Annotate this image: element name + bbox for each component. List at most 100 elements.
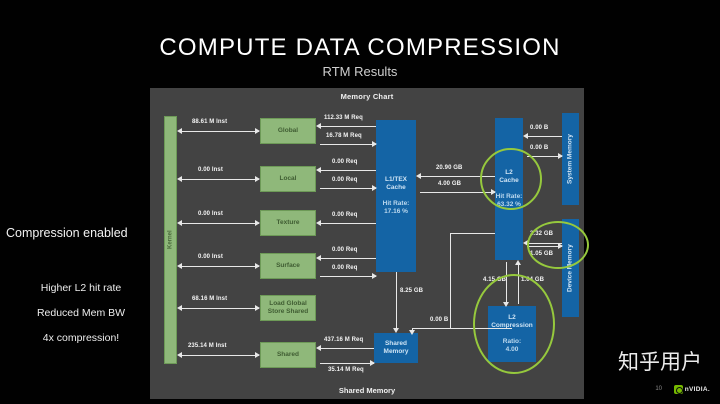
block-load-global-store-shared[interactable]: Load Global Store Shared bbox=[260, 295, 316, 321]
edge-local-l1-in bbox=[320, 170, 376, 171]
edge-label-kernel-lgss: 68.16 M Inst bbox=[192, 296, 228, 302]
edge-kernel-surface bbox=[181, 266, 259, 267]
edge-label-kernel-surface: 0.00 Inst bbox=[198, 254, 223, 260]
edge-kernel-texture bbox=[181, 223, 259, 224]
annotation-heading: Compression enabled bbox=[6, 226, 128, 240]
edge-texture-l1 bbox=[320, 223, 376, 224]
edge-label-global-l1-out: 16.78 M Req bbox=[326, 133, 362, 139]
arrowhead-left bbox=[316, 255, 321, 261]
arrowhead-left bbox=[177, 352, 182, 358]
edge-global-l1-in bbox=[320, 126, 376, 127]
edge-l1-sharedmem bbox=[396, 272, 397, 330]
arrowhead-left bbox=[316, 345, 321, 351]
block-local[interactable]: Local bbox=[260, 166, 316, 192]
system-memory-label: System Memory bbox=[566, 134, 574, 184]
edge-label-l2-sysmem-out: 0.00 B bbox=[530, 145, 549, 151]
edge-label-local-l1-in: 0.00 Req bbox=[332, 159, 358, 165]
watermark-text: 知乎用户 bbox=[618, 350, 702, 374]
edge-l2-sysmem-out bbox=[527, 156, 562, 157]
nvidia-eye-icon bbox=[673, 385, 683, 394]
edge-shared-out bbox=[320, 363, 374, 364]
edge-label-shared-in: 437.16 M Req bbox=[324, 337, 364, 343]
block-surface-label: Surface bbox=[276, 261, 300, 269]
shared-memory-label: Shared Memory bbox=[383, 339, 409, 355]
block-shared-label: Shared bbox=[276, 350, 300, 358]
annotation-bullet-list: Higher L2 hit rate Reduced Mem BW 4x com… bbox=[6, 282, 156, 357]
nvidia-logo: nVIDIA. bbox=[673, 385, 710, 394]
arrowhead-right bbox=[372, 185, 377, 191]
arrowhead-right bbox=[372, 273, 377, 279]
edge-label-sharedmem-l2comp: 0.00 B bbox=[430, 317, 449, 323]
arrowhead-left bbox=[416, 173, 421, 179]
arrowhead-down bbox=[393, 328, 399, 333]
edge-label-local-l1-out: 0.00 Req bbox=[332, 177, 358, 183]
memory-chart-panel: Memory Chart Shared Memory Kernel Global… bbox=[150, 88, 589, 399]
arrowhead-right bbox=[372, 141, 377, 147]
edge-label-kernel-shared: 235.14 M Inst bbox=[188, 343, 227, 349]
edge-kernel-lgss bbox=[181, 308, 259, 309]
l1tex-hit-rate: Hit Rate: 17.16 % bbox=[382, 199, 410, 215]
block-system-memory[interactable]: System Memory bbox=[562, 113, 579, 205]
block-lgss-label: Load Global Store Shared bbox=[267, 299, 309, 315]
arrowhead-right bbox=[255, 305, 260, 311]
arrowhead-left bbox=[177, 176, 182, 182]
block-shared[interactable]: Shared bbox=[260, 342, 316, 368]
edge-label-global-l1-in: 112.33 M Req bbox=[324, 115, 363, 121]
edge-label-l1-l2-write: 4.00 GB bbox=[438, 181, 462, 187]
edge-l2-branch-vertical bbox=[450, 233, 451, 328]
arrowhead-down bbox=[409, 330, 415, 335]
kernel-label: Kernel bbox=[167, 230, 174, 250]
nvidia-wordmark: nVIDIA. bbox=[684, 386, 710, 393]
highlight-l2-cache-ellipse bbox=[480, 148, 542, 210]
arrowhead-left bbox=[316, 167, 321, 173]
edge-label-kernel-global: 88.61 M Inst bbox=[192, 119, 228, 125]
arrowhead-right bbox=[255, 176, 260, 182]
edge-local-l1-out bbox=[320, 188, 376, 189]
block-surface[interactable]: Surface bbox=[260, 253, 316, 279]
edge-label-texture-l1: 0.00 Req bbox=[332, 212, 358, 218]
edge-label-kernel-texture: 0.00 Inst bbox=[198, 211, 223, 217]
arrowhead-right bbox=[558, 153, 563, 159]
edge-kernel-shared bbox=[181, 355, 259, 356]
edge-label-shared-out: 35.14 M Req bbox=[328, 367, 364, 373]
edge-l2-sysmem-in bbox=[527, 136, 562, 137]
arrowhead-right bbox=[255, 220, 260, 226]
highlight-l2-compression-ellipse bbox=[473, 274, 555, 374]
edge-label-surface-l1-in: 0.00 Req bbox=[332, 247, 358, 253]
edge-label-kernel-local: 0.00 Inst bbox=[198, 167, 223, 173]
arrowhead-left bbox=[177, 128, 182, 134]
kernel-bar[interactable]: Kernel bbox=[164, 116, 177, 364]
block-shared-memory[interactable]: Shared Memory bbox=[374, 333, 418, 363]
page-title: COMPUTE DATA COMPRESSION bbox=[159, 34, 561, 61]
edge-surface-l1-in bbox=[320, 258, 376, 259]
edge-label-l1-sharedmem: 8.25 GB bbox=[400, 288, 424, 294]
block-local-label: Local bbox=[279, 174, 297, 182]
annotation-bullet: 4x compression! bbox=[42, 332, 120, 344]
edge-surface-l1-out bbox=[320, 276, 376, 277]
edge-l1-l2-write bbox=[420, 192, 495, 193]
block-global[interactable]: Global bbox=[260, 118, 316, 144]
block-global-label: Global bbox=[277, 126, 299, 134]
edge-kernel-local bbox=[181, 179, 259, 180]
edge-global-l1-out bbox=[320, 144, 376, 145]
arrowhead-left bbox=[523, 240, 528, 246]
chart-footer-label: Shared Memory bbox=[338, 386, 396, 395]
highlight-device-memory-ellipse bbox=[527, 221, 589, 269]
block-texture[interactable]: Texture bbox=[260, 210, 316, 236]
block-l1tex-cache[interactable]: L1/TEX Cache Hit Rate: 17.16 % bbox=[376, 120, 416, 272]
arrowhead-right bbox=[255, 352, 260, 358]
l1tex-name: L1/TEX Cache bbox=[384, 175, 408, 192]
annotation-bullet: Reduced Mem BW bbox=[36, 307, 126, 319]
block-texture-label: Texture bbox=[276, 218, 300, 226]
arrowhead-left bbox=[316, 123, 321, 129]
edge-label-l1-l2-read: 20.90 GB bbox=[436, 165, 463, 171]
arrowhead-left bbox=[523, 133, 528, 139]
edge-label-surface-l1-out: 0.00 Req bbox=[332, 265, 358, 271]
arrowhead-right bbox=[255, 128, 260, 134]
arrowhead-left bbox=[177, 263, 182, 269]
edge-kernel-global bbox=[181, 131, 259, 132]
arrowhead-right bbox=[370, 360, 375, 366]
arrowhead-left bbox=[177, 305, 182, 311]
edge-shared-in bbox=[320, 348, 374, 349]
